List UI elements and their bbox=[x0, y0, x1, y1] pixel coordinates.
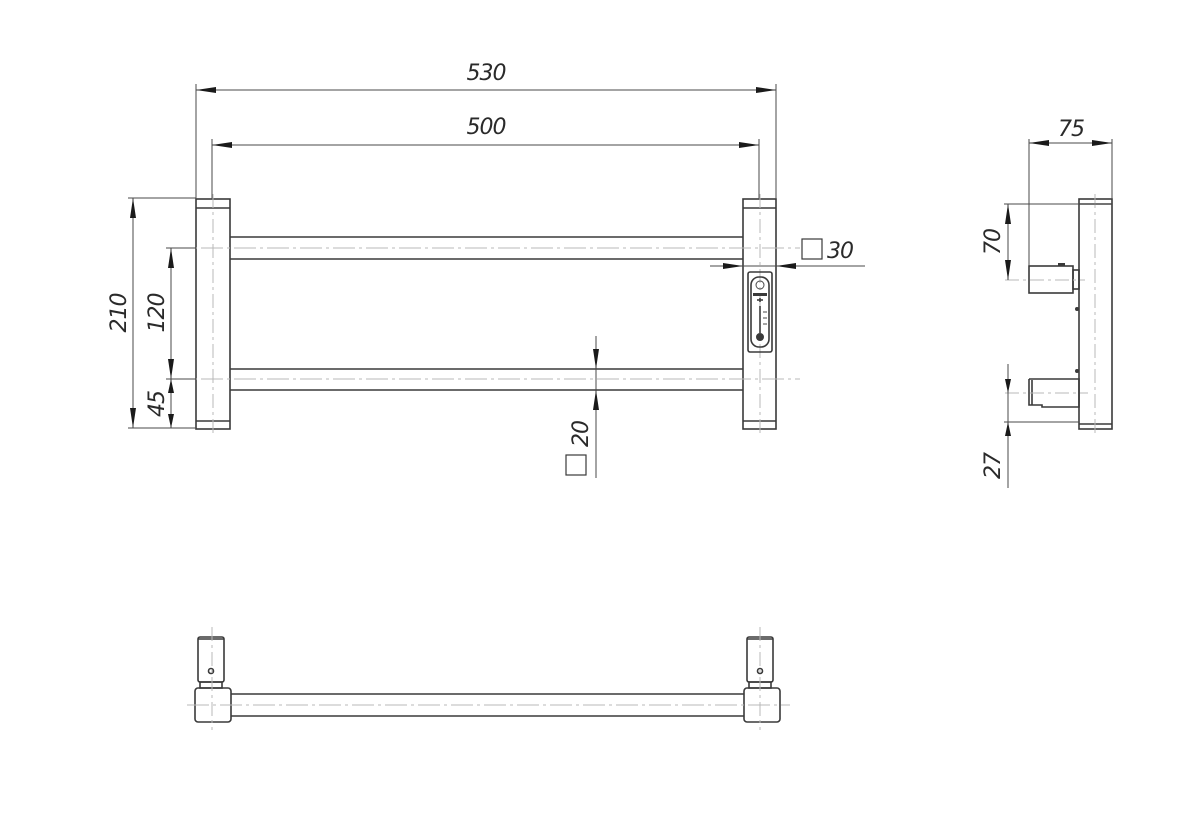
right-end-cap bbox=[743, 627, 781, 730]
top-bar bbox=[168, 236, 800, 260]
dimension-depth: 75 bbox=[1028, 117, 1113, 266]
dimension-bar-section: 20 bbox=[565, 336, 599, 478]
side-view: 75 70 27 bbox=[981, 117, 1113, 488]
left-post bbox=[195, 194, 231, 434]
dim-label-70: 70 bbox=[981, 229, 1006, 255]
dim-label-120: 120 bbox=[145, 294, 170, 333]
dimension-post-section: 30 bbox=[710, 238, 865, 269]
dim-label-530: 530 bbox=[467, 61, 506, 86]
dimension-overall-width: 530 bbox=[195, 61, 777, 199]
top-wall-bracket bbox=[1005, 263, 1085, 294]
dim-label-30: 30 bbox=[827, 239, 853, 264]
dimension-top-mount: 70 bbox=[981, 203, 1112, 280]
top-view bbox=[187, 627, 790, 730]
dim-label-210: 210 bbox=[107, 294, 132, 333]
front-view: 530 500 210 120 bbox=[107, 61, 865, 478]
dimension-bottom-offset: 45 bbox=[145, 379, 174, 428]
dim-label-27: 27 bbox=[981, 452, 1006, 479]
thermometer-icon bbox=[753, 280, 767, 341]
dimension-bar-length: 500 bbox=[211, 115, 760, 199]
bottom-bar bbox=[168, 368, 800, 391]
square-section-symbol bbox=[801, 238, 823, 260]
left-end-cap bbox=[194, 627, 232, 730]
dimension-bottom-mount: 27 bbox=[981, 364, 1079, 488]
dimension-overall-height: 210 bbox=[107, 197, 196, 429]
thermostat-controller bbox=[747, 271, 773, 353]
bottom-wall-bracket bbox=[1005, 378, 1088, 408]
dim-label-45: 45 bbox=[145, 391, 170, 417]
dim-label-75: 75 bbox=[1058, 117, 1084, 142]
dim-label-20: 20 bbox=[569, 421, 594, 447]
dim-label-500: 500 bbox=[467, 115, 506, 140]
square-section-symbol bbox=[565, 454, 587, 476]
dimension-bar-spacing: 120 bbox=[145, 247, 196, 380]
